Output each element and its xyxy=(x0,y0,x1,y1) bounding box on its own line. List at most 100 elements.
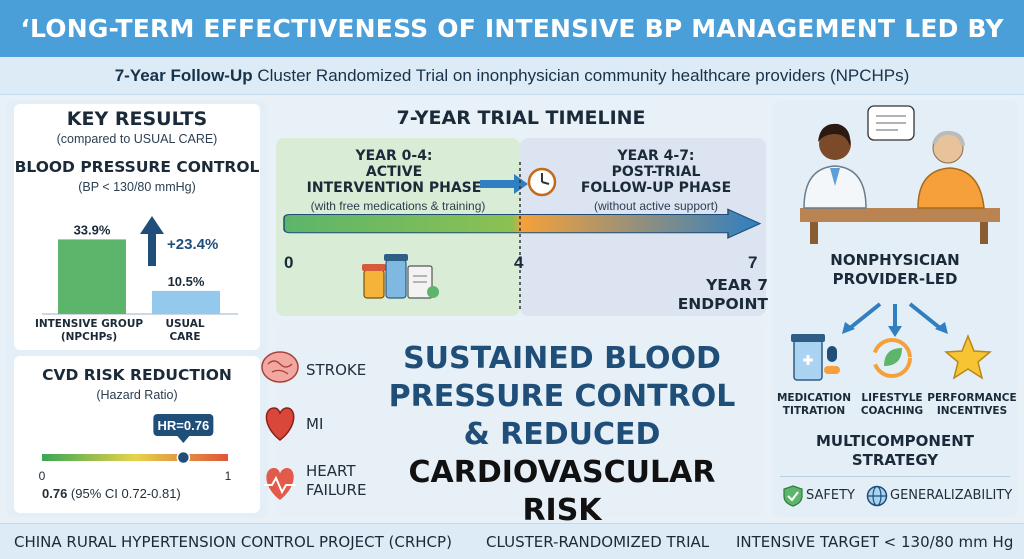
medicine-bottles-icon xyxy=(362,254,439,299)
generalizability-label: GENERALIZABILITY xyxy=(890,488,1013,503)
msg-line2: PRESSURE CONTROL xyxy=(388,379,736,414)
hf-line1: HEART xyxy=(306,462,356,480)
hr-label-text: HR=0.76 xyxy=(158,418,210,433)
subtitle-bold: 7-Year Follow-Up xyxy=(114,66,253,85)
footer-right: INTENSIVE TARGET < 130/80 mm Hg xyxy=(736,533,1014,551)
timeline-graphic: 0 4 7 xyxy=(283,160,762,310)
phase2-line1: YEAR 4-7: xyxy=(617,148,695,164)
multicomponent-strategy: MULTICOMPONENT STRATEGY xyxy=(772,432,1018,470)
performance-incentives: PERFORMANCE INCENTIVES xyxy=(924,392,1020,418)
scale-min-label: 0 xyxy=(39,469,46,483)
item1-line2: TITRATION xyxy=(782,405,846,417)
phase2-line2: POST-TRIAL xyxy=(611,164,701,180)
heart-failure-label: HEART FAILURE xyxy=(306,462,366,500)
hr-label-box xyxy=(153,414,214,436)
phase-transition-arrow-icon xyxy=(480,174,528,194)
mi-label: MI xyxy=(306,415,324,433)
outcome-icons xyxy=(261,351,299,500)
hr-gradient-bar xyxy=(42,454,228,461)
provider-led-label: NONPHYSICIAN PROVIDER-LED xyxy=(772,251,1018,289)
key-results-heading: KEY RESULTS xyxy=(66,108,208,130)
hr-marker-dot xyxy=(176,450,191,465)
hr-label-pointer xyxy=(177,436,190,443)
hf-line2: FAILURE xyxy=(306,481,367,499)
cvd-heading: CVD RISK REDUCTION xyxy=(42,366,232,384)
value-label-intensive: 33.9% xyxy=(74,222,111,237)
speech-bubble-icon xyxy=(867,105,915,141)
phase1-line3: INTERVENTION PHASE xyxy=(306,180,482,196)
provider-line2: PROVIDER-LED xyxy=(832,270,958,288)
stroke-label: STROKE xyxy=(306,361,367,379)
shield-check-icon xyxy=(783,485,803,507)
safety-label: SAFETY xyxy=(806,488,855,503)
arrow-left-icon xyxy=(848,302,882,330)
bar1-label-line2: (NPCHPs) xyxy=(60,331,118,343)
provider-line1: NONPHYSICIAN xyxy=(830,251,960,269)
timeline-arrow xyxy=(283,208,762,239)
bar2-label-line2: CARE xyxy=(169,331,201,343)
bar1-label-line1: INTENSIVE GROUP xyxy=(34,318,144,330)
patient-figure xyxy=(917,130,985,209)
strategy-arrows xyxy=(842,302,948,337)
desk xyxy=(800,208,1000,222)
phase2-title: YEAR 4-7: POST-TRIAL FOLLOW-UP PHASE xyxy=(556,148,756,196)
tick-0: 0 xyxy=(284,253,293,272)
timeline-heading: 7-YEAR TRIAL TIMELINE xyxy=(396,107,646,129)
tick-7: 7 xyxy=(748,253,757,272)
arrow-right-icon xyxy=(908,302,942,330)
phase2-sub: (without active support) xyxy=(593,199,719,213)
hr-ci-rest: (95% CI 0.72-0.81) xyxy=(67,486,181,501)
endpoint-line2: ENDPOINT xyxy=(677,295,768,313)
phase2-line3: FOLLOW-UP PHASE xyxy=(580,180,732,196)
heart-icon xyxy=(265,407,295,441)
subtitle: 7-Year Follow-Up Cluster Randomized Tria… xyxy=(0,57,1024,95)
scale-max-label: 1 xyxy=(225,469,232,483)
star-icon xyxy=(944,333,992,380)
msg-line4: CARDIOVASCULAR RISK xyxy=(408,455,716,528)
brain-icon xyxy=(261,351,299,383)
hr-ci-text: 0.76 (95% CI 0.72-0.81) xyxy=(42,486,252,501)
bar2-label: USUAL CARE xyxy=(150,318,220,344)
bp-control-heading: BLOOD PRESSURE CONTROL xyxy=(14,158,260,176)
phase1-title: YEAR 0-4: ACTIVE INTERVENTION PHASE xyxy=(284,148,504,196)
bar2-label-line1: USUAL xyxy=(165,318,205,330)
tick-4: 4 xyxy=(514,253,524,272)
phase1-sub: (with free medications & training) xyxy=(310,199,486,213)
subtitle-rest: Cluster Randomized Trial on inonphysicia… xyxy=(252,66,910,85)
strategy-icons xyxy=(791,333,992,381)
phase1-line2: ACTIVE xyxy=(365,164,423,180)
item2-line2: COACHING xyxy=(860,405,924,417)
difference-label: +23.4% xyxy=(167,236,218,253)
msg-line3: & REDUCED xyxy=(463,417,661,452)
divider xyxy=(780,476,1010,477)
page-title: ‘LONG-TERM EFFECTIVENESS OF INTENSIVE BP… xyxy=(0,0,1024,100)
bp-control-sub: (BP < 130/80 mmHg) xyxy=(78,180,196,194)
hr-ci-bold: 0.76 xyxy=(42,486,68,501)
bar1-label: INTENSIVE GROUP (NPCHPs) xyxy=(30,318,148,344)
item3-line1: PERFORMANCE xyxy=(927,392,1017,404)
item2-line1: LIFESTYLE xyxy=(861,392,923,404)
footer-mid: CLUSTER-RANDOMIZED TRIAL xyxy=(486,533,710,551)
compared-note: (compared to USUAL CARE) xyxy=(56,132,218,146)
cvd-sub: (Hazard Ratio) xyxy=(96,388,178,402)
hazard-ratio-scale: HR=0.76 0 1 xyxy=(39,414,232,483)
msg-line1: SUSTAINED BLOOD xyxy=(403,341,721,376)
globe-icon xyxy=(866,485,888,507)
bar-usual-care xyxy=(152,290,220,314)
strategy-heading-line1: MULTICOMPONENT xyxy=(815,432,974,450)
doctor-patient-illustration xyxy=(800,105,1000,244)
cvd-card xyxy=(14,356,260,513)
endpoint-line1: YEAR 7 xyxy=(706,276,768,294)
bar-intensive-group xyxy=(58,239,126,314)
footer-bar: CHINA RURAL HYPERTENSION CONTROL PROJECT… xyxy=(0,523,1024,559)
leaf-cycle-icon xyxy=(872,338,912,378)
pill-bottle-icon xyxy=(791,334,840,381)
key-message: SUSTAINED BLOOD PRESSURE CONTROL & REDUC… xyxy=(372,340,752,530)
year7-endpoint: YEAR 7 ENDPOINT xyxy=(660,276,768,314)
item1-line1: MEDICATION xyxy=(776,392,852,404)
strategy-heading-line2: STRATEGY xyxy=(851,451,939,469)
outcomes-panel xyxy=(276,322,764,517)
phase1-line1: YEAR 0-4: xyxy=(355,148,433,164)
value-label-usual: 10.5% xyxy=(168,274,205,289)
bp-bar-chart: 33.9% 10.5% +23.4% xyxy=(42,216,238,315)
